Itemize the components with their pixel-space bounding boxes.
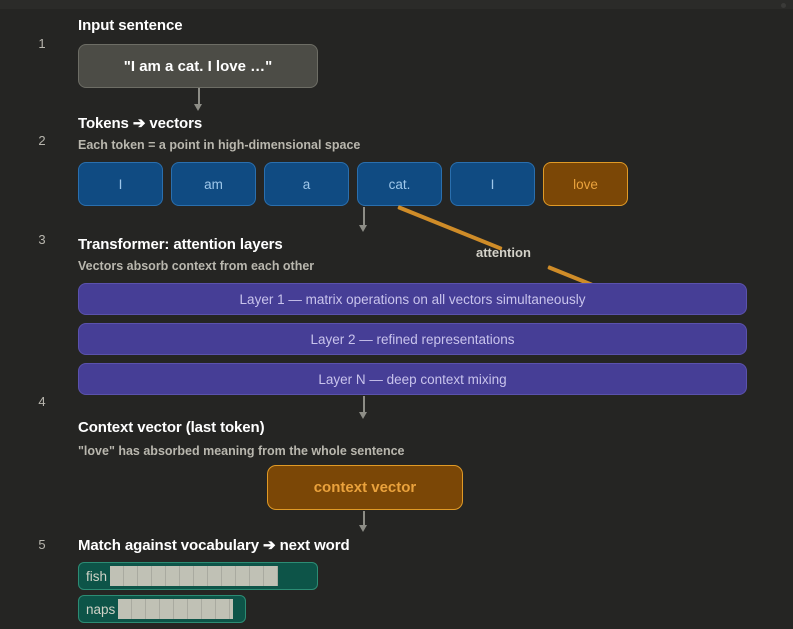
step-number-1: 1 (38, 36, 46, 51)
step-number-3: 3 (38, 232, 46, 247)
step-number-4: 4 (38, 394, 46, 409)
corner-marker-icon (781, 3, 786, 8)
step4-subheading: "love" has absorbed meaning from the who… (78, 444, 405, 458)
step2-heading: Tokens ➔ vectors (78, 115, 203, 132)
attention-label: attention (476, 245, 531, 260)
step2-subheading: Each token = a point in high-dimensional… (78, 138, 361, 152)
arrow-layers-to-context-line (363, 396, 365, 414)
step3-subheading: Vectors absorb context from each other (78, 259, 315, 273)
window-top-edge (0, 0, 793, 9)
vocab-label-fish: fish (86, 568, 108, 584)
step-number-2: 2 (38, 133, 46, 148)
vocab-score-bar-fish (110, 566, 279, 586)
token-row: I am a cat. I love (78, 162, 628, 206)
input-sentence-box: "I am a cat. I love …" (78, 44, 318, 88)
layer-bar-1[interactable]: Layer 1 — matrix operations on all vecto… (78, 283, 747, 315)
arrow-input-to-tokens-head (194, 104, 202, 111)
arrow-input-to-tokens-line (198, 88, 200, 106)
token-chip-4[interactable]: I (450, 162, 535, 206)
arrow-tokens-to-layers-head (359, 225, 367, 232)
vocab-score-bar-naps (118, 599, 234, 619)
arrow-context-to-vocab-head (359, 525, 367, 532)
token-chip-0[interactable]: I (78, 162, 163, 206)
layer-bar-3[interactable]: Layer N — deep context mixing (78, 363, 747, 395)
token-chip-3[interactable]: cat. (357, 162, 442, 206)
vocab-row-fish[interactable]: fish (78, 562, 318, 590)
step1-heading: Input sentence (78, 17, 183, 34)
attention-connector-upper (397, 205, 503, 251)
token-chip-2[interactable]: a (264, 162, 349, 206)
arrow-tokens-to-layers-line (363, 207, 365, 227)
vocab-label-naps: naps (86, 601, 116, 617)
step3-heading: Transformer: attention layers (78, 236, 283, 253)
token-chip-5-highlighted[interactable]: love (543, 162, 628, 206)
vocab-row-naps[interactable]: naps (78, 595, 246, 623)
arrow-context-to-vocab-line (363, 511, 365, 527)
step-number-5: 5 (38, 537, 46, 552)
layer-bar-2[interactable]: Layer 2 — refined representations (78, 323, 747, 355)
arrow-layers-to-context-head (359, 412, 367, 419)
step4-heading: Context vector (last token) (78, 419, 265, 436)
context-vector-box[interactable]: context vector (267, 465, 463, 510)
token-chip-1[interactable]: am (171, 162, 256, 206)
step5-heading: Match against vocabulary ➔ next word (78, 537, 350, 554)
